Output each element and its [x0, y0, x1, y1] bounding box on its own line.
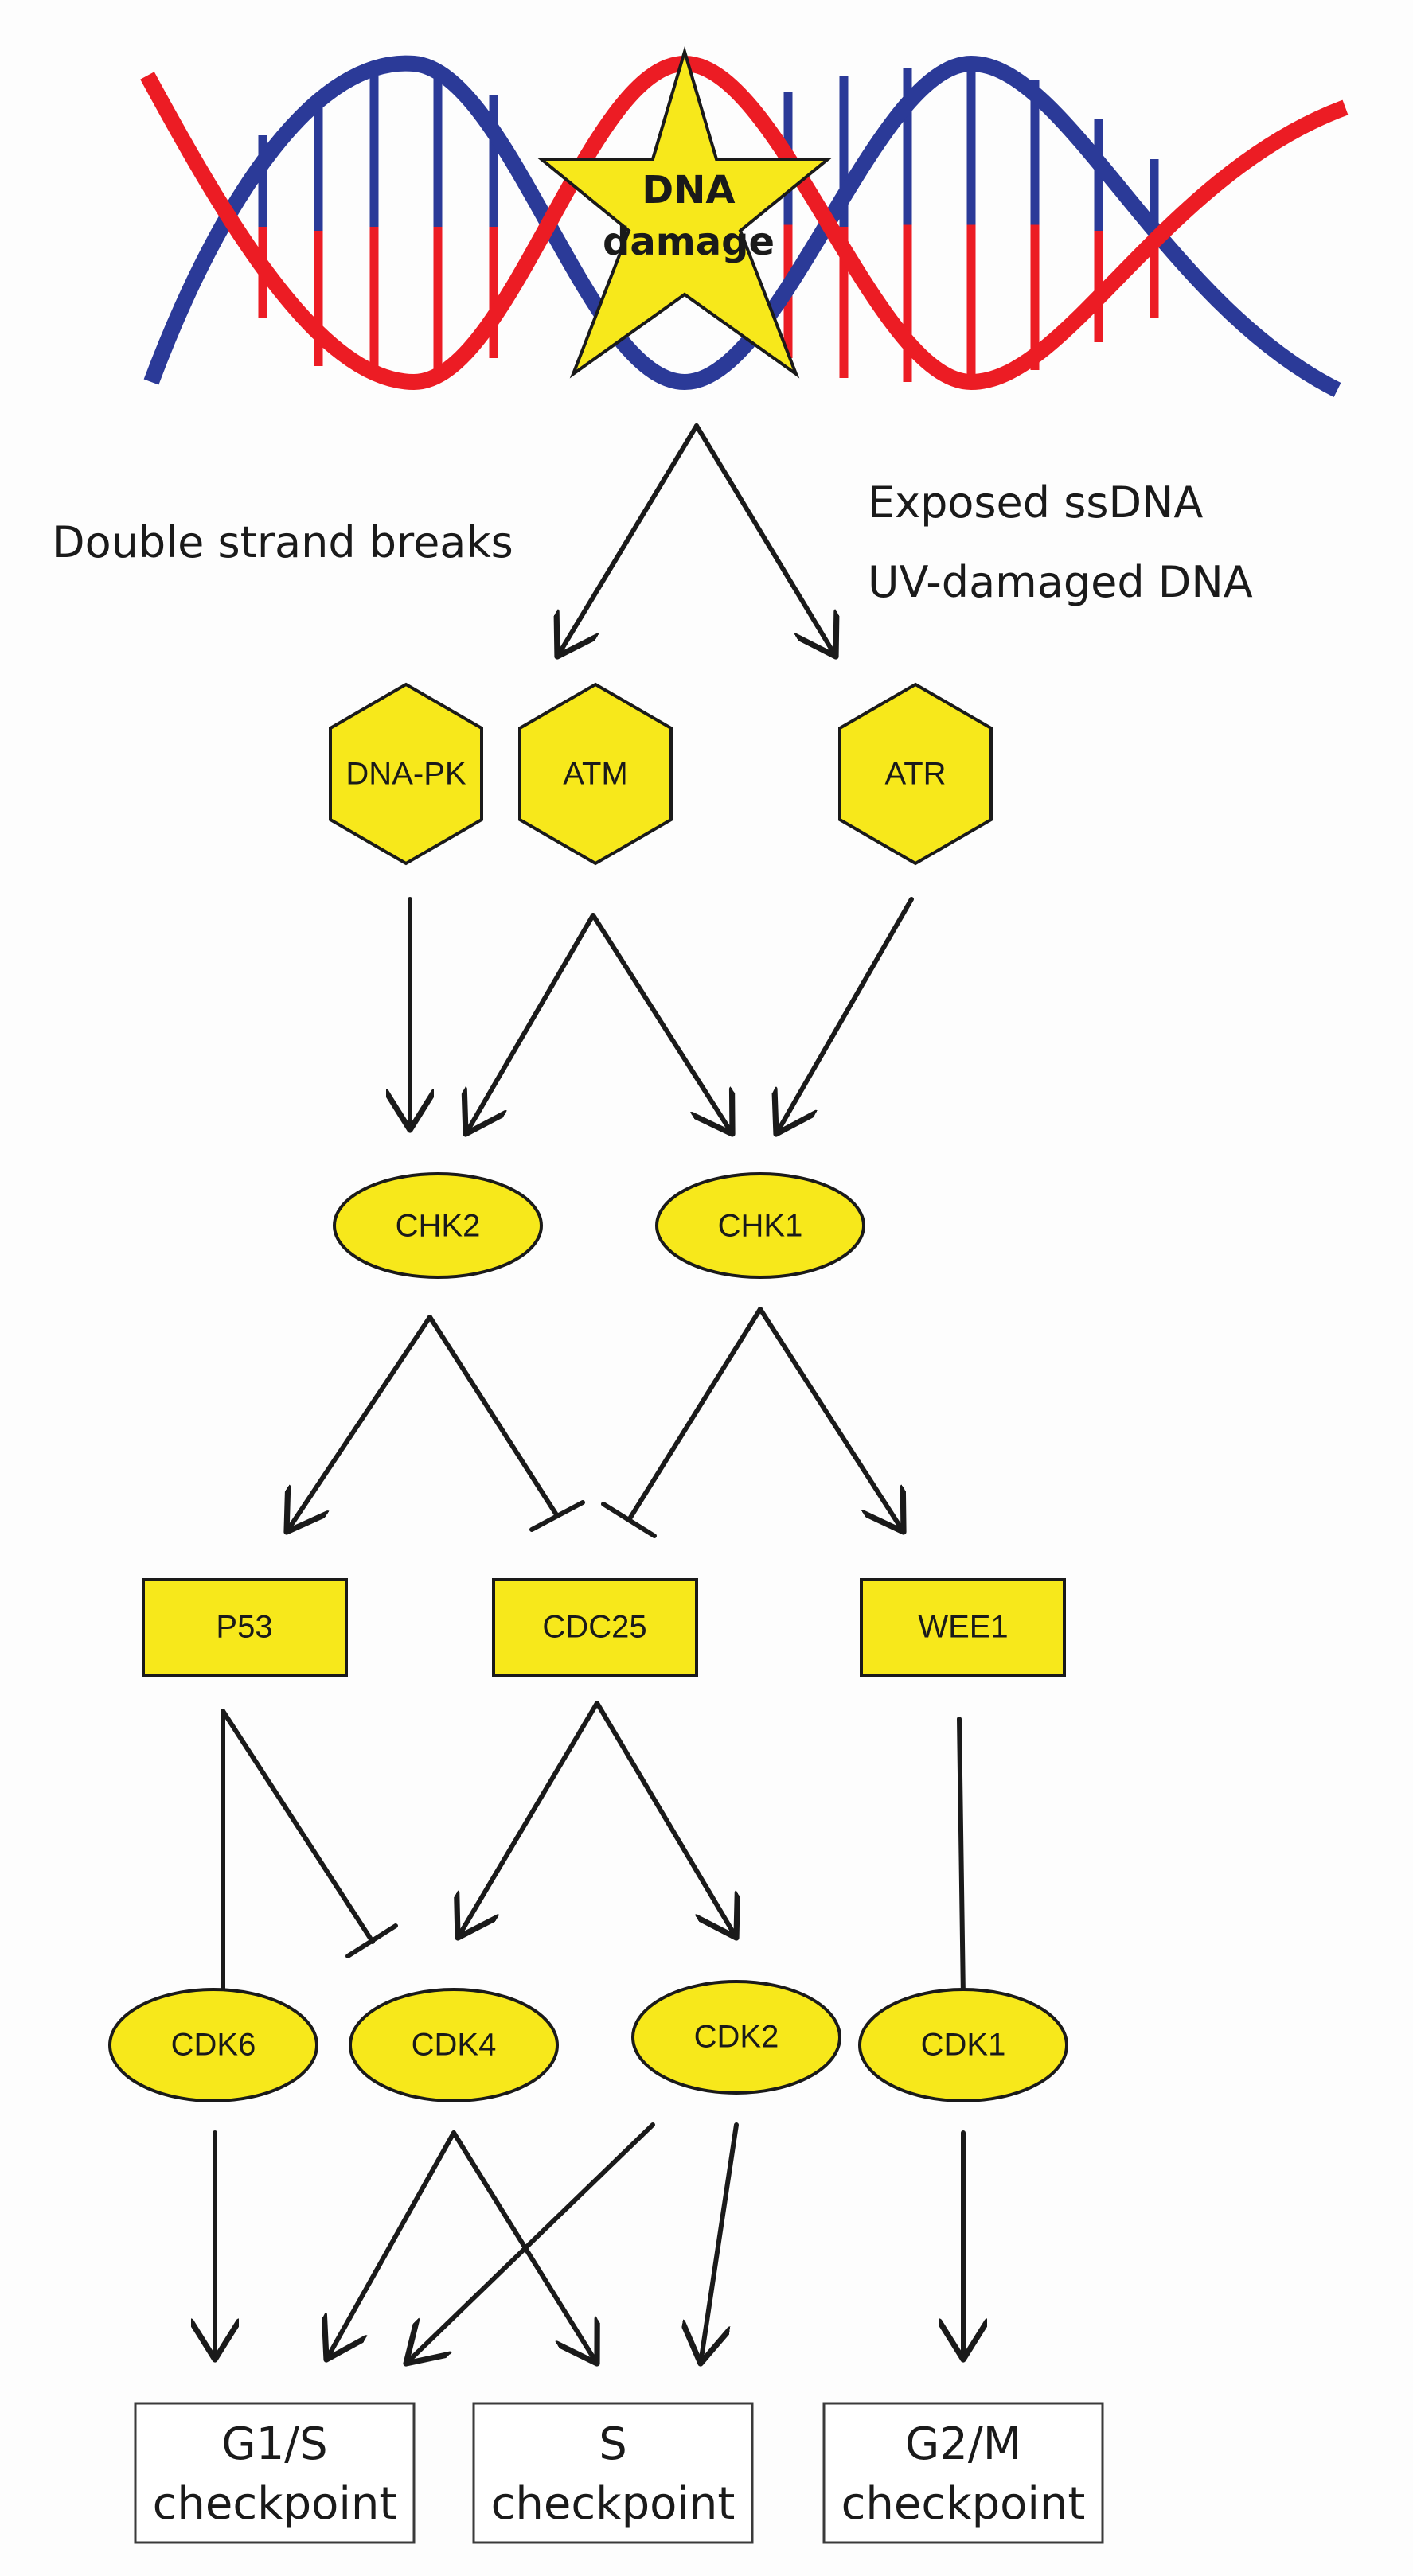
checkpoint-g1s-line1: G1/S	[221, 2418, 327, 2470]
node-cdk6-label: CDK6	[171, 2028, 256, 2063]
node-atr-label: ATR	[884, 757, 946, 792]
checkpoint-g2m-line1: G2/M	[905, 2418, 1021, 2470]
node-cdk4-label: CDK4	[412, 2028, 497, 2063]
node-wee1: WEE1	[860, 1578, 1066, 1677]
label-uv-damaged-dna: UV-damaged DNA	[868, 557, 1253, 607]
arrow-atm-to-chk1	[591, 913, 732, 1134]
checkpoint-s: S checkpoint	[472, 2402, 754, 2544]
dna-strand-blue	[143, 55, 1341, 397]
node-p53-label: P53	[216, 1610, 272, 1645]
inhibit-bar-chk2-cdc25	[529, 1500, 585, 1532]
arrow-cdk2-to-g1s	[406, 2122, 655, 2364]
checkpoint-g1s: G1/S checkpoint	[134, 2402, 416, 2544]
inhibit-bar-chk1-cdc25	[601, 1502, 657, 1538]
node-cdk4: CDK4	[349, 1988, 559, 2102]
arrow-chk2-to-p53	[287, 1315, 432, 1532]
arrow-damage-to-atm	[557, 423, 699, 657]
dna-double-helix	[140, 55, 1349, 397]
label-double-strand-breaks: Double strand breaks	[52, 517, 513, 567]
node-cdc25-label: CDC25	[542, 1610, 646, 1645]
node-dna-pk-label: DNA-PK	[345, 757, 466, 792]
node-wee1-label: WEE1	[918, 1610, 1008, 1645]
node-cdk2: CDK2	[631, 1980, 841, 2095]
node-cdk2-label: CDK2	[694, 2020, 779, 2055]
arrow-chk1-to-wee1	[758, 1307, 904, 1532]
node-chk2-label: CHK2	[396, 1209, 481, 1244]
node-cdk1: CDK1	[858, 1988, 1068, 2102]
node-atr: ATR	[838, 682, 993, 866]
arrow-cdk2-to-s	[701, 2122, 739, 2364]
inhibit-wee1-to-cdk1	[957, 1717, 966, 2000]
checkpoint-s-line2: checkpoint	[491, 2478, 736, 2530]
node-atm-label: ATM	[563, 757, 627, 792]
node-chk1-label: CHK1	[718, 1209, 803, 1244]
node-dna-pk: DNA-PK	[329, 682, 483, 866]
inhibit-p53-to-cdk4	[221, 1709, 375, 1944]
inhibit-bar-p53-cdk4	[345, 1923, 398, 1958]
inhibit-chk2-to-cdc25	[427, 1315, 560, 1518]
arrow-damage-to-atr	[694, 423, 836, 657]
arrow-cdk4-to-g1s	[326, 2130, 456, 2360]
checkpoint-g1s-line2: checkpoint	[153, 2478, 397, 2530]
arrow-cdc25-to-cdk4	[458, 1701, 599, 1938]
arrows	[195, 423, 993, 2364]
inhibit-chk1-to-cdc25	[626, 1307, 763, 1522]
checkpoint-g2m-line2: checkpoint	[841, 2478, 1086, 2530]
dna-damage-label-line2: damage	[603, 220, 775, 264]
checkpoint-g2m: G2/M checkpoint	[822, 2402, 1104, 2544]
dna-damage-label-line1: DNA	[642, 168, 735, 212]
arrow-atm-to-chk2	[466, 913, 595, 1134]
node-atm: ATM	[518, 682, 673, 866]
node-chk2: CHK2	[333, 1172, 543, 1279]
node-cdk1-label: CDK1	[921, 2028, 1006, 2063]
node-cdk6: CDK6	[108, 1988, 318, 2102]
node-chk1: CHK1	[655, 1172, 865, 1279]
label-exposed-ssdna: Exposed ssDNA	[868, 477, 1203, 528]
dna-damage-star: DNA damage	[537, 45, 833, 379]
node-p53: P53	[142, 1578, 348, 1677]
checkpoint-s-line1: S	[599, 2418, 627, 2470]
node-cdc25: CDC25	[492, 1578, 698, 1677]
arrow-atr-to-chk1	[776, 897, 914, 1134]
arrow-cdc25-to-cdk2	[595, 1701, 736, 1938]
